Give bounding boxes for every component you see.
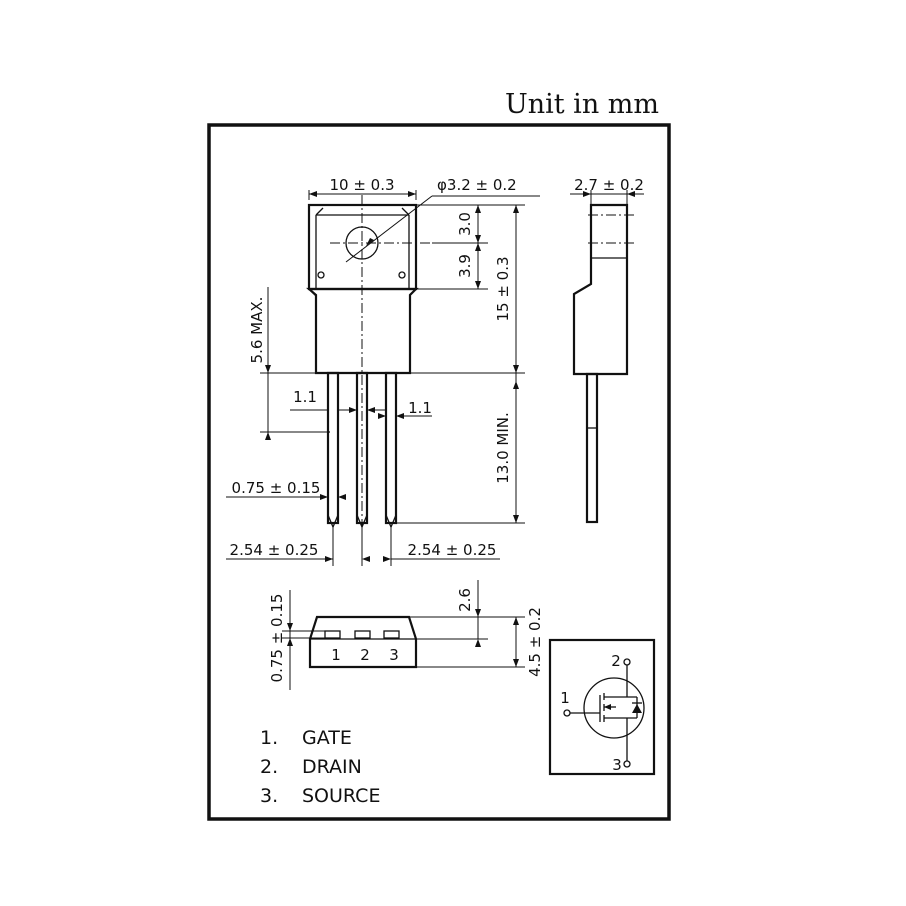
lead-spacing-left-label: 1.1: [293, 388, 317, 406]
bottom-lead-thickness-label: 0.75 ± 0.15: [268, 594, 286, 683]
width-dim-label: 10 ± 0.3: [329, 176, 394, 194]
mosfet-symbol-circle: [583, 677, 645, 739]
bottom-pin-1-pad: [324, 630, 341, 639]
front-view: 10 ± 0.3 φ3.2 ± 0.2 3.0 3.9 15 ± 0.3 13.…: [226, 176, 540, 566]
pin-legend: 1. GATE 2. DRAIN 3. SOURCE: [260, 727, 380, 807]
pitch-right-dim-label: 2.54 ± 0.25: [408, 541, 497, 559]
lead-left: [326, 371, 340, 525]
tab-dot-right: [398, 271, 406, 279]
bottom-height-dim-label: 2.6: [456, 588, 474, 612]
schematic-gate-pin-label: 1: [560, 689, 570, 707]
max-dim-label: 5.6 MAX.: [248, 297, 266, 364]
unit-title: Unit in mm: [505, 89, 659, 120]
schematic-drain-pin-label: 2: [611, 652, 621, 670]
legend-2-name: DRAIN: [302, 756, 362, 778]
legend-3-num: 3.: [260, 785, 278, 807]
mosfet-schematic: 1 2 3: [548, 638, 656, 776]
lead-width-dim-label: 0.75 ± 0.15: [232, 479, 321, 497]
bottom-total-height-dim-label: 4.5 ± 0.2: [526, 607, 544, 677]
thickness-dim-label: 2.7 ± 0.2: [574, 176, 644, 194]
lead-spacing-right-label: 1.1: [408, 399, 432, 417]
hole-height-dim-label: 3.9: [456, 254, 474, 278]
schematic-source-pin-label: 3: [612, 756, 622, 774]
schematic-box: [548, 638, 656, 776]
legend-2-num: 2.: [260, 756, 278, 778]
bottom-view: 1 2 3 0.75 ± 0.15 2.6 4.5 ± 0.2: [268, 580, 544, 690]
legend-1-name: GATE: [302, 727, 352, 749]
legend-1-num: 1.: [260, 727, 278, 749]
hole-offset-dim-label: 3.0: [456, 212, 474, 236]
side-outline: [572, 203, 629, 376]
legend-3-name: SOURCE: [302, 785, 380, 807]
drawing-frame: [207, 123, 671, 821]
bottom-pin-2-label: 2: [360, 646, 370, 664]
hole-dim-label: φ3.2 ± 0.2: [437, 176, 517, 194]
lead-center: [355, 371, 369, 525]
bottom-pin-1-label: 1: [331, 646, 341, 664]
lead-right: [384, 371, 398, 525]
bottom-pin-3-label: 3: [389, 646, 399, 664]
side-lead: [585, 372, 599, 524]
lead-length-dim-label: 13.0 MIN.: [494, 412, 512, 484]
bottom-pin-3-pad: [383, 630, 400, 639]
side-view: 2.7 ± 0.2: [570, 176, 644, 524]
tab-dot-left: [317, 271, 325, 279]
body-height-dim-label: 15 ± 0.3: [494, 256, 512, 321]
bottom-pin-2-pad: [354, 630, 371, 639]
pitch-left-dim-label: 2.54 ± 0.25: [230, 541, 319, 559]
